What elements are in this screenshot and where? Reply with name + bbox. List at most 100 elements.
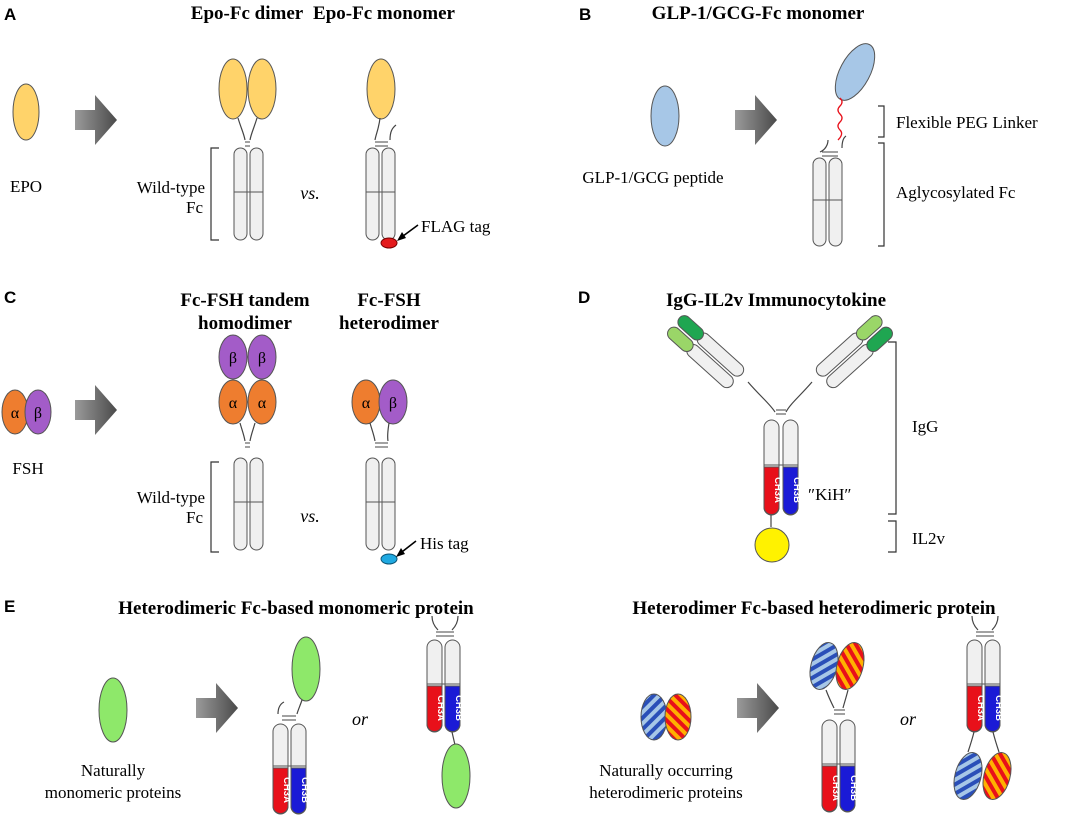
ch3a-label: CH3A	[830, 775, 841, 801]
igg-il2v-immunocytokine: CH3A CH3B	[667, 315, 893, 563]
light-chain-vl	[866, 326, 893, 353]
wild-type-label-c: Wild-type	[137, 488, 205, 507]
fsh-label: FSH	[12, 459, 43, 478]
monomeric-caption-1: Naturally	[81, 761, 146, 780]
hinge-links	[825, 689, 849, 709]
fc-chain-right	[249, 147, 264, 241]
panel-letter-e: E	[4, 597, 15, 616]
panel-letter-c: C	[4, 288, 16, 307]
beta-domain-left	[218, 334, 248, 380]
fusion-linker	[451, 731, 456, 746]
glp-gcg-domain	[834, 43, 876, 101]
kih-label: ″KiH″	[808, 485, 851, 504]
title-tandem-homodimer-1: Fc-FSH tandem	[180, 290, 309, 311]
bracket-wild-type-fc-a	[210, 147, 219, 241]
epo-fc-monomer	[365, 58, 398, 249]
panel-c: C Fc-FSH tandem homodimer Fc-FSH heterod…	[1, 288, 469, 565]
fc-chain-right	[381, 147, 396, 241]
monomeric-caption-2: monomeric proteins	[45, 783, 181, 802]
striped-blue-subunit	[640, 693, 668, 741]
fc-chain-right	[828, 157, 843, 247]
c-term-heterodimer-construct: CH3A CH3B	[953, 615, 1012, 800]
ch3a-label: CH3A	[281, 777, 292, 803]
beta-label: β	[34, 405, 42, 422]
hinge-links	[369, 422, 390, 442]
beta-label: β	[258, 350, 266, 367]
fab-arm-right	[815, 315, 893, 389]
alpha-label: α	[11, 405, 20, 422]
ch3b-label: CH3B	[848, 775, 859, 801]
arrow-e-right	[737, 683, 779, 733]
hinge-links	[747, 381, 813, 413]
light-chain-vl	[667, 326, 694, 353]
alpha-label: α	[258, 395, 267, 412]
peg-linker	[837, 97, 843, 141]
epo-fc-dimer	[218, 58, 277, 241]
ch3b-label: CH3B	[299, 777, 310, 803]
ch3b-domain	[839, 765, 856, 812]
n-term-fused-construct: CH3A CH3B	[272, 636, 321, 815]
beta-label: β	[389, 395, 397, 412]
beta-domain	[378, 379, 408, 425]
il2v-label: IL2v	[912, 529, 946, 548]
fc-chain-right	[381, 457, 396, 551]
monomeric-protein	[98, 677, 128, 743]
hinge-free-ends	[431, 615, 459, 631]
title-tandem-homodimer-2: homodimer	[198, 313, 293, 334]
alpha-label: α	[229, 395, 238, 412]
ch3b-domain	[290, 767, 307, 814]
arrow-e-left	[196, 683, 238, 733]
his-tag-arrowhead	[396, 548, 405, 557]
alpha-domain-right	[247, 379, 277, 425]
his-tag	[380, 553, 398, 565]
ch3a-domain	[272, 767, 289, 814]
il2v-domain	[754, 527, 790, 563]
bracket-il2v	[888, 520, 897, 553]
panel-b: B GLP-1/GCG-Fc monomer GLP-1/GCG peptide…	[579, 3, 1038, 247]
fc-chain-left	[365, 147, 380, 241]
monomeric-protein-fused	[441, 743, 471, 809]
title-heterodimer-fc-heterodimeric: Heterodimer Fc-based heterodimeric prote…	[632, 598, 996, 619]
hinge-links	[239, 422, 256, 442]
heterodimeric-caption-2: heterodimeric proteins	[589, 783, 742, 802]
ch3a-domain	[966, 685, 983, 732]
fsh-protein: α β	[1, 389, 52, 435]
ch3a-domain	[821, 765, 838, 812]
glp-gcg-peptide	[650, 85, 680, 147]
hinge-link	[296, 699, 303, 715]
bracket-fc	[878, 142, 885, 247]
linker-label: Flexible PEG Linker	[896, 113, 1038, 132]
striped-blue-subunit	[953, 752, 983, 800]
title-heterodimeric-fc-monomeric: Heterodimeric Fc-based monomeric protein	[118, 598, 474, 619]
hinge-free-end	[389, 124, 397, 141]
panel-letter-d: D	[578, 288, 590, 307]
epo-domain-left	[218, 58, 248, 120]
fc-label-c: Fc	[186, 508, 203, 527]
fc-chain-left	[233, 147, 248, 241]
arrow-a	[75, 95, 117, 145]
ch3b-label: CH3B	[993, 695, 1004, 721]
epo-protein	[12, 83, 40, 141]
hinge-link	[374, 117, 381, 141]
title-epo-fc-monomer: Epo-Fc monomer	[313, 3, 456, 24]
ch3a-label: CH3A	[975, 695, 986, 721]
beta-domain-right	[247, 334, 277, 380]
arrow-c	[75, 385, 117, 435]
panel-d: D IgG-IL2v Immunocytokine	[578, 288, 946, 563]
bracket-igg	[888, 341, 897, 515]
bracket-linker	[878, 105, 885, 138]
heavy-chain-vh	[855, 315, 883, 341]
his-tag-label: His tag	[420, 534, 469, 553]
fab-arm-left	[667, 315, 745, 389]
beta-label: β	[229, 350, 237, 367]
arrow-b	[735, 95, 777, 145]
epo-domain-right	[247, 58, 277, 120]
ch3b-domain	[444, 685, 461, 732]
or-label-left: or	[352, 709, 369, 729]
alpha-label: α	[362, 395, 371, 412]
fc-chain-right	[249, 457, 264, 551]
vs-label-c: vs.	[300, 506, 320, 526]
title-glp-gcg-fc-monomer: GLP-1/GCG-Fc monomer	[652, 3, 865, 24]
